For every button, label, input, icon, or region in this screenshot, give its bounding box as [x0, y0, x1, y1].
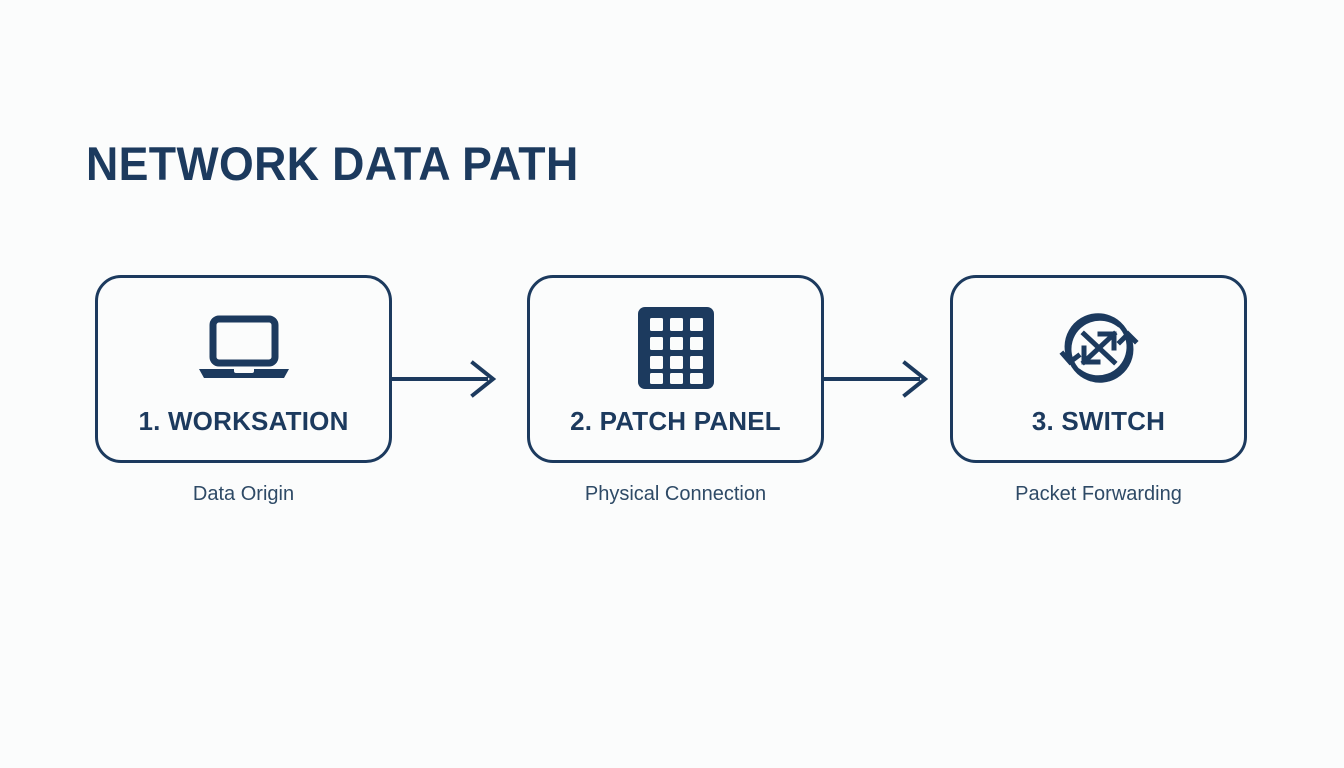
caption-patch-panel: Physical Connection: [584, 483, 767, 505]
card-label-workstation: 1. WORKSATION: [138, 406, 349, 436]
card-label-switch: 3. SWITCH: [1031, 406, 1166, 436]
page-title: NETWORK DATA PATH: [86, 137, 579, 190]
flow-step-patch-panel[interactable]: 2. PATCH PANEL Physical Connection: [527, 275, 824, 505]
patch-panel-grid-icon: [530, 307, 821, 389]
card-switch[interactable]: 3. SWITCH: [950, 275, 1247, 463]
caption-workstation: Data Origin: [192, 483, 295, 505]
switch-exchange-icon: [953, 308, 1244, 388]
caption-switch: Packet Forwarding: [1015, 483, 1182, 505]
arrow-right-icon: [824, 359, 934, 399]
flow-step-workstation[interactable]: 1. WORKSATION Data Origin: [95, 275, 392, 505]
card-patch-panel[interactable]: 2. PATCH PANEL: [527, 275, 824, 463]
arrow-right-icon: [392, 359, 502, 399]
card-label-patch-panel: 2. PATCH PANEL: [570, 406, 781, 436]
card-workstation[interactable]: 1. WORKSATION: [95, 275, 392, 463]
flow-step-switch[interactable]: 3. SWITCH Packet Forwarding: [950, 275, 1247, 505]
laptop-icon: [98, 308, 389, 388]
flow-diagram: 1. WORKSATION Data Origin: [0, 275, 1344, 525]
